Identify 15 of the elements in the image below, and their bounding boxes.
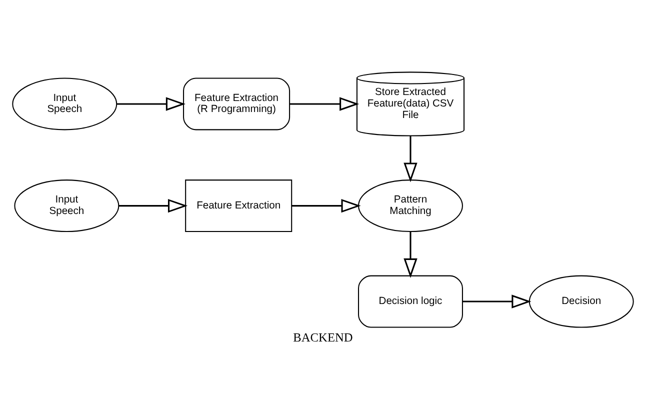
node-ellipse: Input Speech [12, 77, 118, 130]
arrow [462, 294, 532, 308]
arrow [404, 231, 418, 278]
node-ellipse: Pattern Matching [358, 179, 463, 232]
node-ellipse: Decision [528, 274, 634, 328]
caption: BACKEND [293, 330, 353, 344]
arrow [116, 96, 186, 110]
arrow [290, 96, 360, 110]
node-ellipse: Input Speech [14, 179, 120, 232]
arrow [118, 198, 188, 212]
arrow [404, 135, 418, 182]
node-box: Feature Extraction (R Programming) [183, 77, 290, 130]
arrow [292, 198, 361, 212]
node-box: Feature Extraction [185, 179, 292, 232]
node-box: Decision logic [358, 274, 463, 328]
